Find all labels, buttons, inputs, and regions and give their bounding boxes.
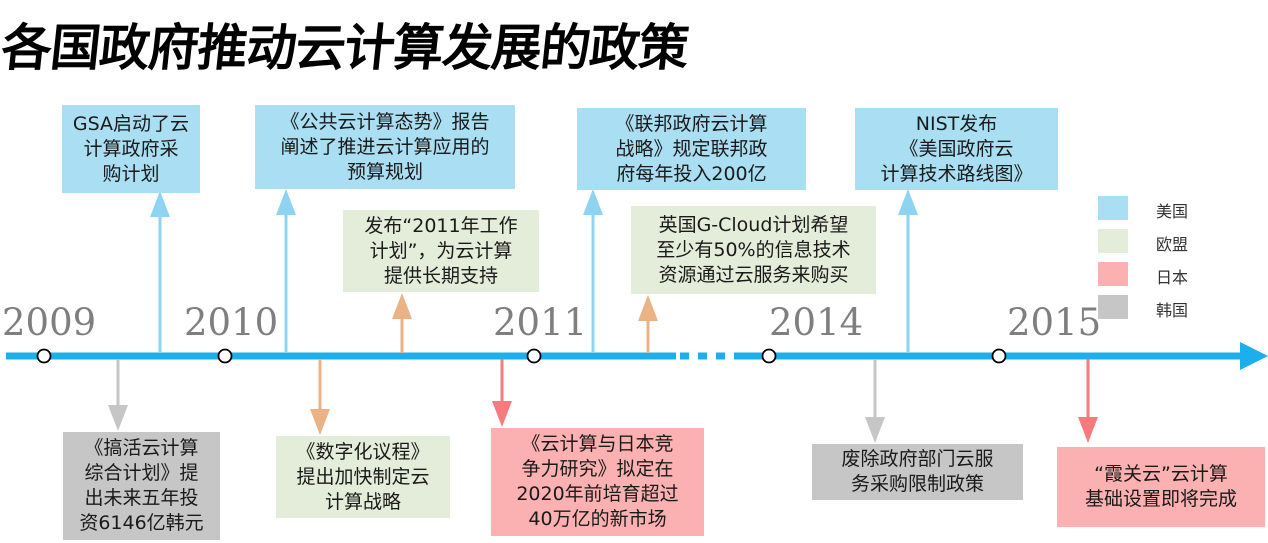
- year-label-2009: 2009: [2, 301, 97, 344]
- connector-us-federal: [583, 189, 603, 353]
- event-eu-digital-agenda: 《数字化议程》 提出加快制定云 计算战略: [276, 436, 450, 518]
- connector-us-gsa: [150, 191, 170, 353]
- connector-eu-gcloud: [638, 295, 658, 353]
- connector-jp-kasumigaseki: [1078, 359, 1098, 443]
- axis-arrowhead: [1240, 342, 1268, 370]
- event-connectors: [108, 189, 1098, 443]
- year-label-2010: 2010: [184, 301, 279, 344]
- legend-label-eu: 欧盟: [1156, 235, 1189, 254]
- connector-eu-digital-agenda: [310, 359, 330, 435]
- year-marker-2015: [991, 348, 1007, 364]
- event-jp-kasumigaseki-cloud: “霞关云”云计算 基础设置即将完成: [1057, 447, 1265, 527]
- event-us-federal-cloud-strategy: 《联邦政府云计算 战略》规定联邦政 府每年投入200亿: [577, 108, 806, 190]
- year-markers: [36, 348, 1007, 364]
- connector-us-budget: [276, 189, 296, 353]
- connector-jp-study: [492, 359, 512, 427]
- event-kr-abolish-restrictions: 废除政府部门云服 务采购限制政策: [812, 444, 1023, 500]
- year-marker-2009: [36, 348, 52, 364]
- event-uk-gcloud: 英国G-Cloud计划希望 至少有50%的信息技术 资源通过云服务来购买: [631, 206, 876, 294]
- legend-swatch-kr: [1098, 295, 1128, 319]
- event-jp-competitiveness-study: 《云计算与日本竞 争力研究》拟定在 2020年前培育超过 40万亿的新市场: [491, 428, 704, 536]
- legend-label-us: 美国: [1156, 202, 1189, 221]
- event-us-public-cloud-report: 《公共云计算态势》报告 阐述了推进云计算应用的 预算规划: [255, 105, 515, 189]
- legend-swatch-eu: [1098, 229, 1128, 253]
- event-us-gsa-procurement: GSA启动了云 计算政府采 购计划: [62, 105, 200, 193]
- connector-eu-workplan: [392, 293, 412, 353]
- event-eu-2011-workplan: 发布“2011年工作 计划”，为云计算 提供长期支持: [343, 210, 539, 292]
- legend-swatch-jp: [1098, 262, 1128, 286]
- legend-swatch-us: [1098, 196, 1128, 220]
- connector-us-nist: [898, 189, 918, 353]
- year-label-2015: 2015: [1007, 301, 1102, 344]
- legend-label-jp: 日本: [1156, 268, 1189, 287]
- connector-kr-abolish: [865, 359, 885, 443]
- connector-kr-plan: [108, 359, 128, 431]
- year-marker-2011: [526, 348, 542, 364]
- event-us-nist-roadmap: NIST发布 《美国政府云 计算技术路线图》: [855, 108, 1058, 190]
- year-marker-2014: [761, 348, 777, 364]
- legend-label-kr: 韩国: [1156, 301, 1189, 320]
- year-label-2011: 2011: [493, 301, 588, 344]
- year-label-2014: 2014: [769, 301, 864, 344]
- event-kr-cloud-plan: 《搞活云计算 综合计划》提 出未来五年投 资6146亿韩元: [63, 432, 220, 540]
- timeline-axis: [6, 342, 1268, 370]
- year-marker-2010: [217, 348, 233, 364]
